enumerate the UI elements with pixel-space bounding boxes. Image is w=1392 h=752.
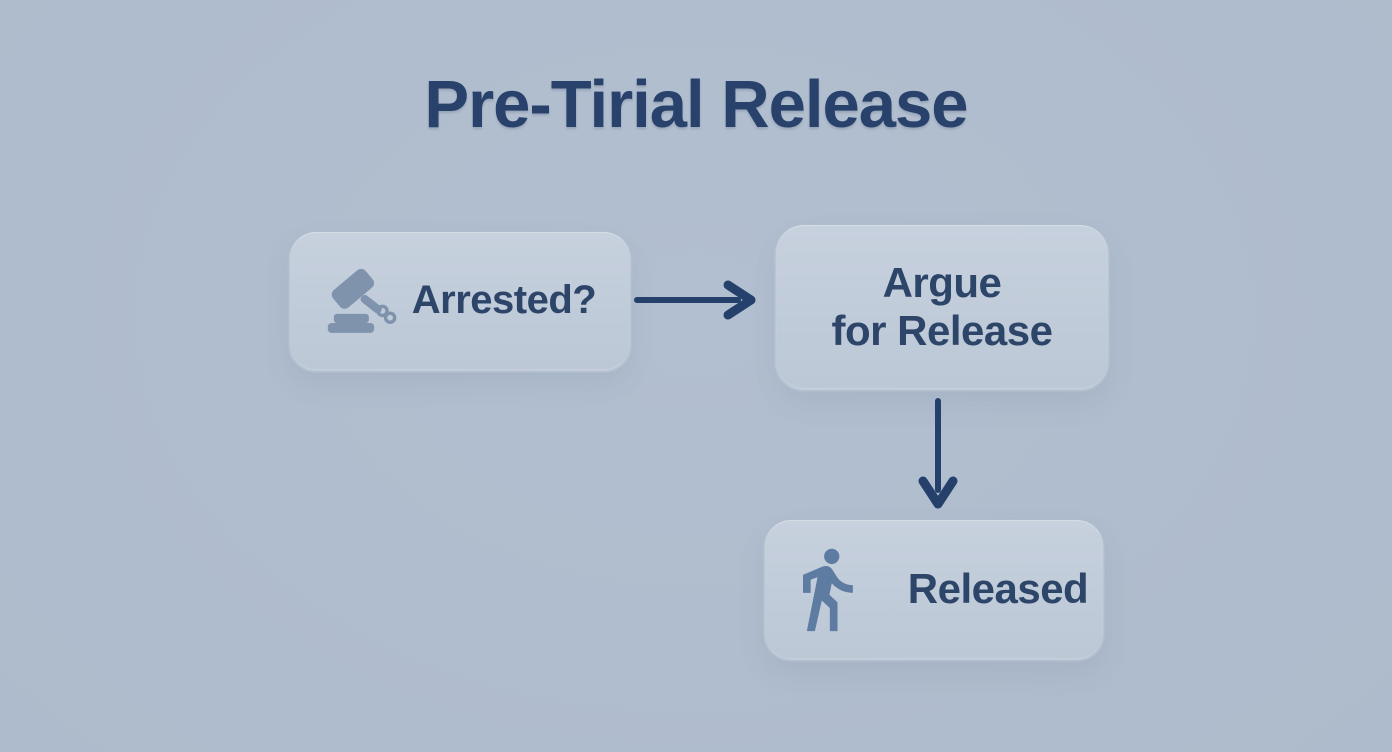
node-argue-label-line2: for Release bbox=[831, 306, 1053, 354]
node-released-label: Released bbox=[907, 565, 1089, 612]
node-arrested-label: Arrested? bbox=[411, 278, 597, 322]
gavel-icon bbox=[324, 263, 400, 339]
node-argue-label-line1: Argue bbox=[882, 259, 1002, 307]
node-arrested: Arrested? bbox=[290, 232, 630, 369]
node-released: Released bbox=[765, 520, 1103, 658]
node-argue-for-release: Argue for Release bbox=[776, 225, 1108, 388]
walking-person-icon bbox=[780, 527, 872, 651]
page-title: Pre-Tirial Release bbox=[424, 67, 968, 142]
arrow-argue-to-released-icon bbox=[918, 398, 958, 509]
arrow-arrested-to-argue-icon bbox=[634, 280, 756, 320]
